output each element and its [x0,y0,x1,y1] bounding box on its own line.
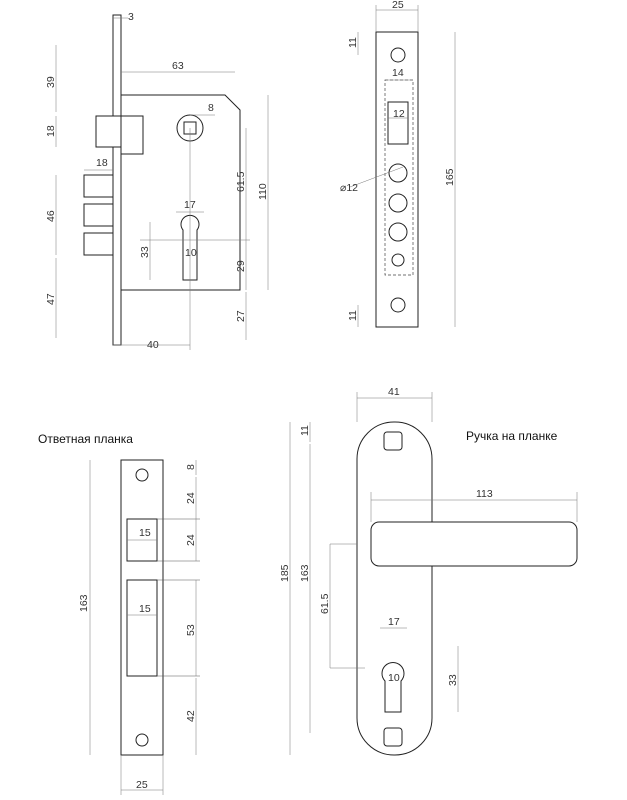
handle-dim-41: 41 [388,386,400,398]
lock-dim-61-5: 61.5 [235,171,247,192]
lock-dim-63: 63 [172,60,184,72]
strike-dim-8: 8 [185,464,197,470]
faceplate-screw-bottom [390,297,406,313]
bolt-hole-2 [388,193,408,213]
faceplate-small-hole [391,253,405,267]
dead-bolt-2 [83,203,114,227]
strike-bolt-window [126,579,158,677]
faceplate-screw-top [390,47,406,63]
strike-dim-42: 42 [185,710,197,722]
faceplate-dim-12-dia: ⌀12 [340,182,358,194]
bolt-hole-3 [388,222,408,242]
latch-bolt-housing [120,115,144,155]
lock-dim-17: 17 [184,199,196,211]
handle-on-plate-view: Ручка на планке 41 11 113 185 163 61.5 1… [279,386,578,756]
lock-body-view: 3 63 8 39 18 18 46 47 61.5 110 17 33 10 … [45,11,269,351]
handle-dim-61-5: 61.5 [319,593,331,614]
strike-dim-53: 53 [185,624,197,636]
lock-body-outline [121,94,241,291]
dead-bolt-1 [83,174,114,198]
handle-dim-11: 11 [299,425,311,436]
handle-dim-17: 17 [388,616,400,628]
faceplate-dim-14: 14 [392,67,404,79]
lock-dim-18-top: 18 [96,157,108,169]
faceplate-dim-12: 12 [393,108,405,120]
faceplate-dim-11-top: 11 [347,37,359,48]
handle-lever [370,521,578,567]
strike-plate-caption: Ответная планка [38,432,133,446]
lock-dim-33: 33 [139,246,151,258]
lock-dim-10: 10 [185,247,197,259]
handle-dim-10: 10 [388,672,400,684]
lock-dim-8: 8 [208,102,214,114]
strike-dim-15-a: 15 [139,527,151,539]
lock-dim-3: 3 [128,11,134,23]
strike-dim-24-b: 24 [185,534,197,546]
handle-dim-163: 163 [299,564,311,582]
lock-dim-18-left: 18 [45,125,57,137]
latch-window [387,101,409,145]
handle-dim-113: 113 [476,488,493,500]
strike-plate-outline [120,459,164,756]
strike-dim-163: 163 [78,594,90,612]
lock-dim-29: 29 [235,260,247,272]
faceplate-inner-dashed [384,79,414,276]
dead-bolt-3 [83,232,114,256]
faceplate-dim-25: 25 [392,0,404,11]
bolt-hole-1 [388,163,408,183]
cylinder-cutout [180,214,200,281]
lock-dim-47: 47 [45,293,57,305]
handle-dim-185: 185 [279,564,291,582]
faceplate-front-view: 25 11 14 12 ⌀12 165 11 [340,0,456,328]
strike-screw-top [135,468,149,482]
lock-dim-110: 110 [257,183,269,200]
faceplate-outline [375,31,419,328]
handle-dim-33: 33 [447,674,459,686]
strike-screw-bottom [135,733,149,747]
handle-plate-outline [356,421,433,756]
strike-dim-25: 25 [136,779,148,791]
strike-dim-15-b: 15 [139,603,151,615]
lock-dim-46: 46 [45,210,57,222]
handle-plate-screw-top [383,431,403,451]
lock-dim-39: 39 [45,76,57,88]
latch-bolt [95,115,122,148]
handle-cylinder-cutout [381,662,405,713]
lock-faceplate-strip [112,14,122,346]
strike-dim-24-a: 24 [185,492,197,504]
lock-dim-27: 27 [235,310,247,322]
strike-plate-view: Ответная планка 163 8 24 24 15 15 53 42 … [38,432,200,795]
lock-dim-40: 40 [147,339,159,351]
handle-caption: Ручка на планке [466,429,558,443]
handle-plate-screw-bottom [383,727,403,747]
faceplate-dim-11-bottom: 11 [347,310,359,321]
faceplate-dim-165: 165 [444,168,456,186]
